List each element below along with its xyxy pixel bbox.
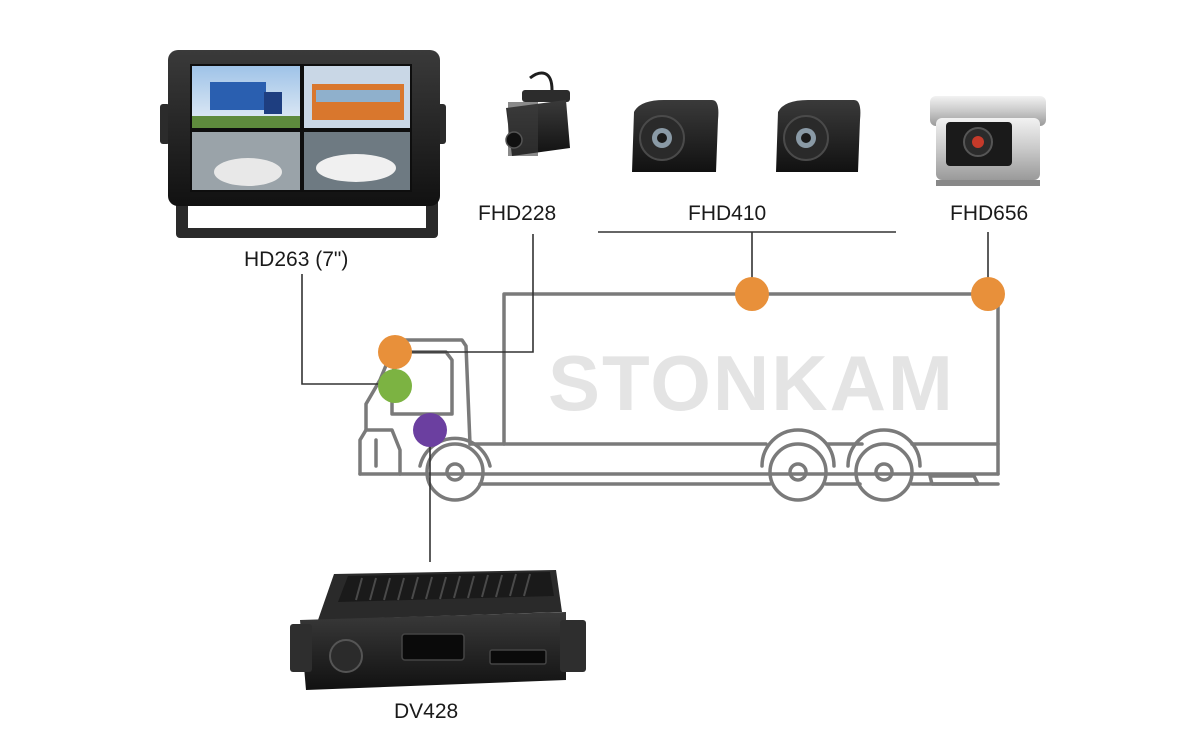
- watermark-text: STONKAM: [548, 339, 955, 427]
- monitor-wire: [301, 274, 395, 385]
- rear-camera-dot: [971, 277, 1005, 311]
- dome-side-camera-image-2: [776, 100, 861, 172]
- truck-outline-icon: [358, 292, 1000, 502]
- connection-dots: [378, 277, 1005, 447]
- interior-camera-label: FHD228: [478, 202, 556, 225]
- interior-camera-wire: [395, 234, 534, 353]
- rear-wheel-1: [768, 442, 828, 502]
- cube-camera-image: [505, 71, 570, 156]
- quad-view-monitor-image: [160, 50, 446, 238]
- interior-camera-dot: [378, 335, 412, 369]
- dome-side-camera-image: [632, 100, 719, 172]
- monitor-dot: [378, 369, 412, 403]
- recorder-dot: [413, 413, 447, 447]
- rear-camera-label: FHD656: [950, 202, 1028, 225]
- monitor-label: HD263 (7"): [244, 248, 348, 271]
- mobile-dvr-image: [290, 570, 586, 690]
- rear-camera-with-shutter-image: [930, 96, 1046, 186]
- rear-wheel-2: [854, 442, 914, 502]
- front-wheel: [425, 442, 485, 502]
- side-camera-dot: [735, 277, 769, 311]
- recorder-label: DV428: [394, 700, 458, 723]
- side-camera-label: FHD410: [688, 202, 766, 225]
